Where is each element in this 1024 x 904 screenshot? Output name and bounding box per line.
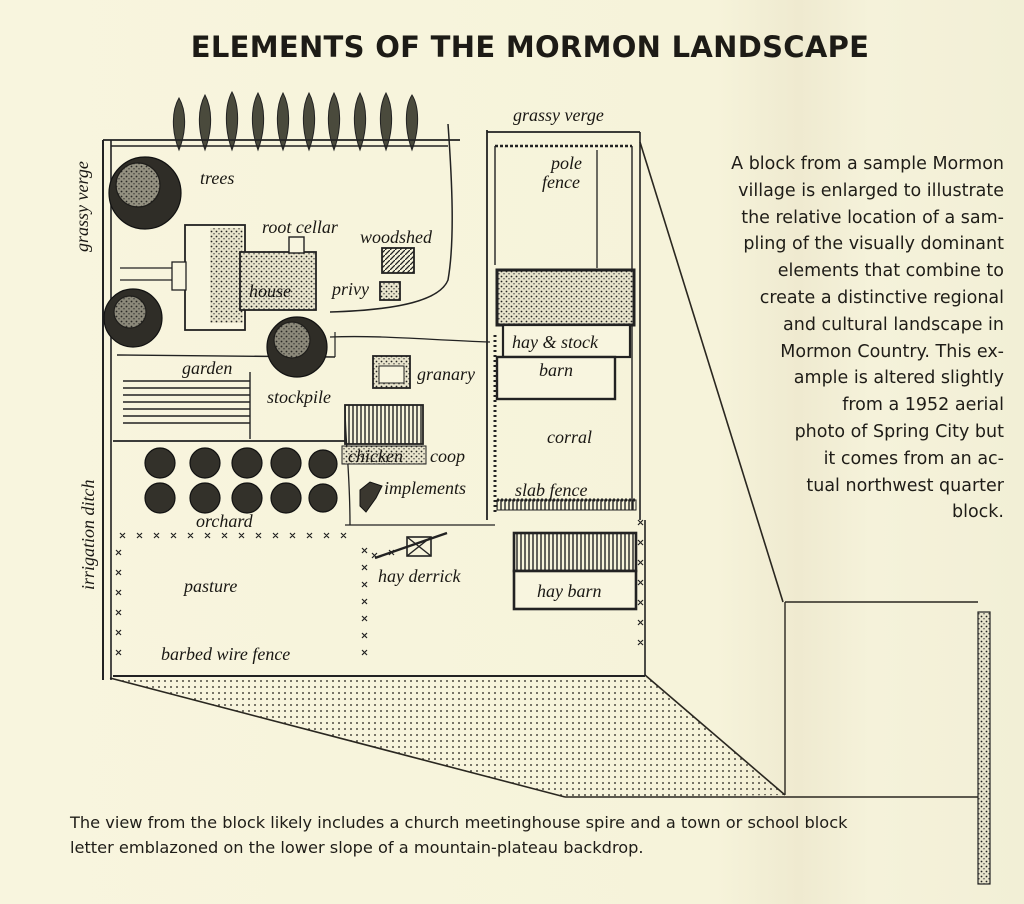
label-irrigation-ditch: irrigation ditch	[78, 479, 98, 590]
label-corral: corral	[547, 427, 592, 447]
barn-shed	[495, 355, 617, 401]
description-line: create a distinctive regional	[759, 287, 1004, 308]
description-line: elements that combine to	[777, 261, 1004, 282]
hay-stock-barn-roof	[495, 268, 636, 327]
description-line: from a 1952 aerial	[842, 395, 1004, 416]
label-granary: granary	[417, 364, 475, 384]
label-house: house	[249, 281, 291, 301]
label-hay-stock: hay & stock	[512, 332, 599, 352]
label-woodshed: woodshed	[360, 227, 433, 247]
description-line: tual northwest quarter	[806, 475, 1004, 496]
barbed-wire-fence-marks	[115, 519, 644, 656]
label-slab-fence: slab fence	[515, 480, 587, 500]
caption: The view from the block likely includes …	[70, 810, 970, 860]
slab-fence-strip	[496, 499, 637, 511]
chicken-coop	[344, 404, 424, 445]
view-perspective	[109, 141, 991, 885]
label-hay-derrick: hay derrick	[378, 566, 461, 586]
root-cellar	[288, 236, 305, 254]
woodshed	[381, 247, 415, 274]
label-pole: pole	[549, 153, 582, 173]
hay-barn	[512, 569, 638, 611]
poplar-tree-row	[172, 90, 419, 152]
label-stockpile: stockpile	[267, 387, 331, 407]
description-line: and cultural landscape in	[783, 314, 1004, 335]
view-edge-strip	[977, 611, 991, 885]
description-line: photo of Spring City but	[794, 421, 1004, 442]
label-garden: garden	[182, 358, 232, 378]
label-coop: coop	[430, 446, 465, 466]
label-pasture: pasture	[182, 576, 237, 596]
house-roof-hatch	[210, 228, 243, 323]
description-line: Mormon Country. This ex-	[780, 341, 1004, 362]
label-root-cellar: root cellar	[262, 217, 339, 237]
privy	[379, 281, 401, 301]
right-block	[486, 130, 641, 520]
description-line: block.	[952, 502, 1004, 523]
house-porch	[171, 261, 187, 291]
description-line: pling of the visually dominant	[743, 234, 1004, 255]
house-wing	[239, 251, 317, 311]
description-line: A block from a sample Mormon	[731, 154, 1004, 174]
caption-line: letter emblazoned on the lower slope of …	[70, 838, 644, 857]
caption-line: The view from the block likely includes …	[70, 813, 848, 832]
label-orchard: orchard	[196, 511, 254, 531]
label-barn: barn	[539, 360, 573, 380]
orchard-trees	[144, 447, 338, 514]
label-implements: implements	[384, 478, 466, 498]
description-line: it comes from an ac-	[823, 448, 1004, 469]
implements-icon	[359, 481, 383, 513]
buildings	[120, 224, 638, 611]
garden-rows	[123, 372, 251, 439]
diagram-labels: grassy verge grassy verge trees root cel…	[72, 105, 604, 664]
trees-orchard	[103, 156, 383, 514]
label-hay-barn: hay barn	[537, 581, 602, 601]
label-chicken: chicken	[348, 446, 403, 466]
description-line: ample is altered slightly	[793, 368, 1004, 389]
label-fence: fence	[542, 172, 580, 192]
description-line: village is enlarged to illustrate	[738, 180, 1004, 201]
description-line: the relative location of a sam-	[741, 207, 1004, 228]
label-privy: privy	[330, 279, 369, 299]
description: A block from a sample Mormon village is …	[662, 151, 1004, 526]
label-barbed-wire-fence: barbed wire fence	[161, 644, 290, 664]
hay-barn-roof	[512, 531, 638, 573]
label-grassy-verge-top: grassy verge	[513, 105, 604, 125]
page-title: ELEMENTS OF THE MORMON LANDSCAPE	[190, 30, 870, 64]
view-ground-stipple	[110, 675, 785, 797]
label-trees: trees	[200, 168, 234, 188]
label-grassy-verge-left: grassy verge	[72, 161, 92, 252]
